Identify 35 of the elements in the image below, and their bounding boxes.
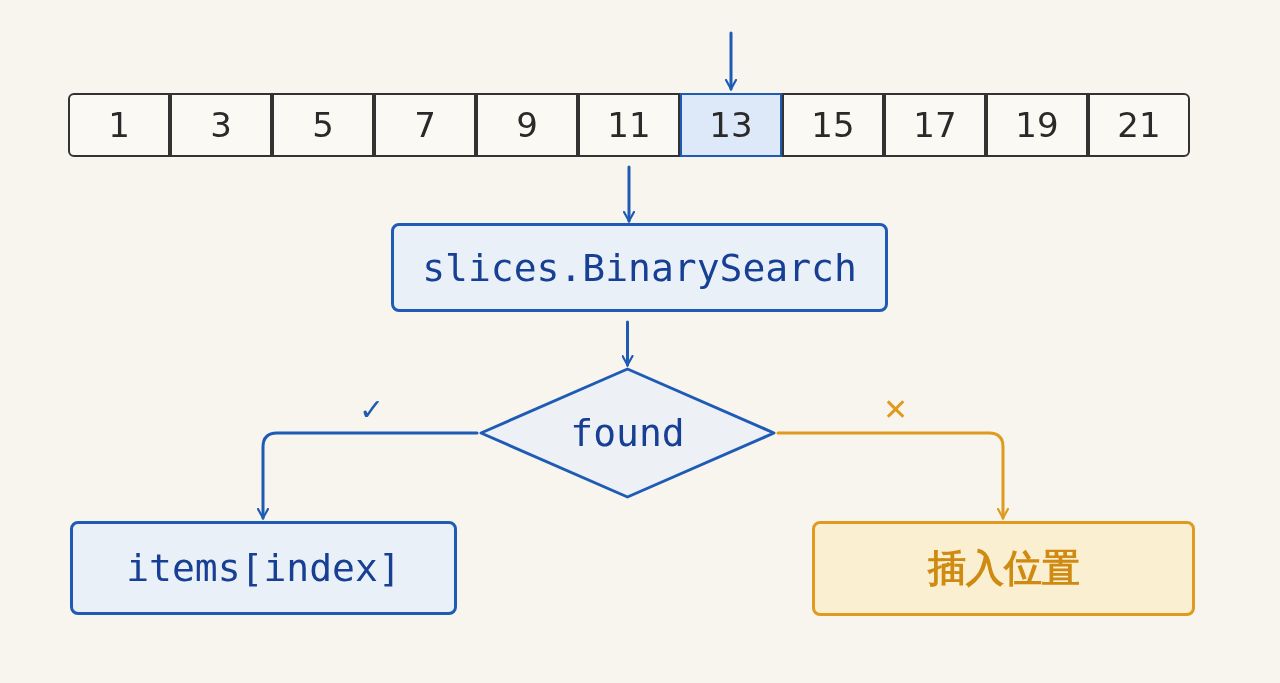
cell-value: 19	[1015, 105, 1059, 145]
array-cell	[374, 93, 476, 157]
arrow	[776, 431, 1010, 520]
array-cell	[782, 93, 884, 157]
process-box	[70, 521, 457, 615]
arrow	[621, 320, 634, 367]
array-cell	[68, 93, 170, 157]
array-cell	[578, 93, 680, 157]
cell-value: 11	[607, 105, 651, 145]
cell-value: 15	[811, 105, 855, 145]
arrow	[256, 431, 479, 520]
cell-value: 7	[414, 105, 436, 145]
node-label: found	[570, 411, 685, 455]
node-label: items[index]	[126, 546, 401, 590]
cell-value: 17	[913, 105, 957, 145]
arrow	[622, 165, 636, 223]
array-cell	[884, 93, 986, 157]
node-label: 插入位置	[927, 545, 1080, 592]
cell-value: 3	[210, 105, 232, 145]
cell-value: 1	[108, 105, 130, 145]
cell-value: 9	[516, 105, 538, 145]
array-cell	[1088, 93, 1190, 157]
cell-value: 13	[709, 105, 753, 145]
node-label: slices.BinarySearch	[422, 245, 857, 290]
array-cell	[986, 93, 1088, 157]
array-cell	[272, 93, 374, 157]
cell-value: 5	[312, 105, 334, 145]
decision-diamond	[479, 367, 776, 499]
arrow	[724, 31, 738, 91]
array-cell	[170, 93, 272, 157]
array-cell	[680, 93, 782, 157]
array-cell	[476, 93, 578, 157]
cell-value: 21	[1117, 105, 1161, 145]
process-box	[391, 223, 888, 312]
process-box	[812, 521, 1195, 616]
